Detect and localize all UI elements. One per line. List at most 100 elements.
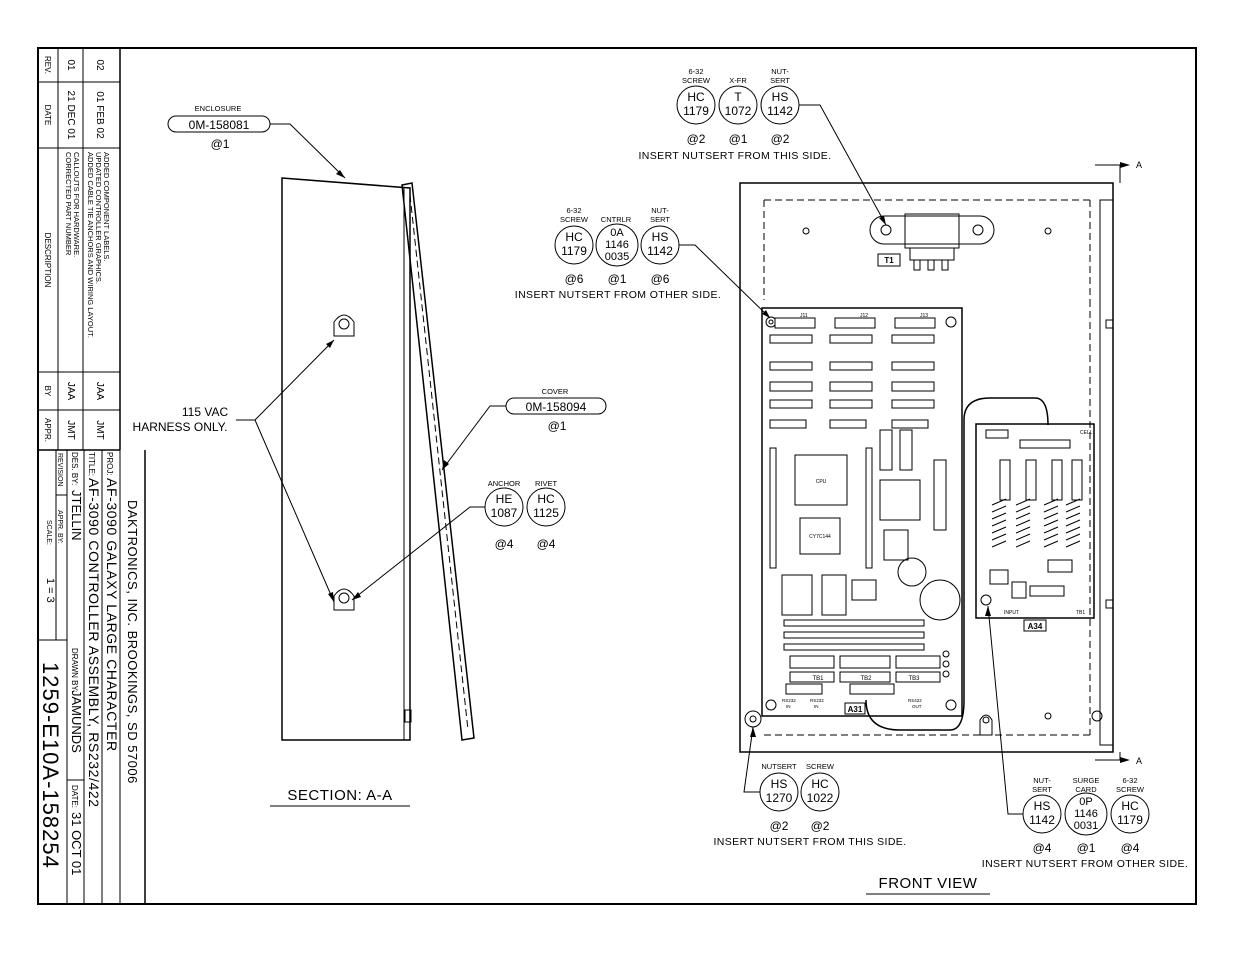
revision-table: REV. DATE DESCRIPTION BY APPR. 02 01 FEB… [38,48,121,451]
ctrl-item2-sub: 0035 [605,251,629,263]
bottom-note: INSERT NUTSERT FROM THIS SIDE. [713,836,906,848]
proj-label: PROJ: [105,452,114,476]
harness-note-line-1: 115 VAC [182,405,229,419]
surge-note: INSERT NUTSERT FROM OTHER SIDE. [982,858,1188,870]
anchor-prefix: HE [496,492,513,506]
bottom-item1-qty: @2 [770,819,789,833]
transformer-t1: T1 [869,213,995,271]
top-item2-qty: @1 [729,132,748,146]
harness-note-line-2: HARNESS ONLY. [133,420,228,434]
rs422-out-sub: OUT [912,704,922,709]
drawn-by: JAMUNDS [69,690,84,753]
surge-item1-qty: @4 [1033,841,1052,855]
surge-item2-prefix: 0P [1079,796,1092,808]
section-view: ENCLOSURE 0M-158081 @1 COVER 0M-158094 @… [133,104,607,807]
top-item1-line2: SCREW [682,76,711,85]
surge-item3-qty: @4 [1121,841,1140,855]
rs232-in2-label: RS232 [810,698,824,703]
top-item1-number: 1179 [683,104,709,118]
date-label: DATE: [70,785,79,808]
date-header: DATE [43,105,52,126]
rev-01-number: 01 [65,59,76,71]
tb2-label: TB2 [860,676,872,682]
ctrl-item1-qty: @6 [565,272,584,286]
by-header: BY [43,386,52,397]
drawn-by-label: DRAWN BY: [70,648,79,693]
rev-01-desc-2: CALLOUTS FOR HARDWARE. [72,152,81,257]
approved-by-label: APPR. BY: [56,510,63,544]
surge-item3-line1: 6-32 [1122,776,1137,785]
title-label: TITLE: [87,452,96,476]
controller-board-a31: J11 J12 J13 CPU CY7 [761,307,963,717]
bottom-item2-number: 1022 [807,791,834,805]
rev-02-appr: JMT [94,420,105,439]
j12-label: J12 [860,313,868,319]
top-item3-prefix: HS [772,90,789,104]
rev-header: REV. [43,56,52,74]
cpu-chip-label: CPU [816,479,827,485]
surge-item2-sub: 0031 [1074,820,1098,832]
appr-header: APPR. [43,418,52,442]
ctrl-item2-number: 1146 [605,239,629,251]
rs232-in-label: RS232 [782,698,796,703]
surge-item2-line2: CARD [1075,785,1097,794]
surge-item1-prefix: HS [1034,799,1051,813]
drawing-date: 31 OCT 01 [69,812,84,875]
company-name: DAKTRONICS, INC. BROOKINGS, SD 57006 [125,500,140,784]
top-item1-prefix: HC [687,90,705,104]
rev-02-desc-1: ADDED CABLE TIE ANCHORS AND WIRING LAYOU… [86,152,95,338]
top-item1-qty: @2 [687,132,706,146]
bottom-item1-prefix: HS [771,777,788,791]
cell-label: CELL [1080,430,1093,436]
tb1-label: TB1 [812,676,824,682]
top-item3-qty: @2 [771,132,790,146]
top-item2-line2: X-FR [729,76,747,85]
description-header: DESCRIPTION [43,233,52,288]
rivet-title: RIVET [535,479,558,488]
surge-item3-prefix: HC [1121,799,1139,813]
surge-item3-number: 1179 [1117,813,1143,827]
rs422-out-label: RS422 [908,698,922,703]
enclosure-side [281,177,411,741]
tb3-label: TB3 [908,676,920,682]
ctrl-item1-prefix: HC [565,230,583,244]
sheet-border [37,47,1197,905]
surge-item2-qty: @1 [1077,841,1096,855]
cover-callout-title: COVER [542,387,569,396]
input-label: INPUT [1004,610,1019,616]
front-view: A A T1 J11 [515,67,1188,895]
scale-label: SCALE: [45,520,52,545]
cover-panel [401,182,475,741]
drawing-number: 1259-E10A-158254 [38,662,63,869]
surge-item1-number: 1142 [1029,813,1055,827]
surge-item3-line2: SCREW [1116,785,1145,794]
top-item3-line2: SERT [770,76,790,85]
rivet-number: 1125 [533,506,559,520]
top-item2-prefix: T [734,90,742,104]
rev-02-date: 01 FEB 02 [94,91,105,139]
rs232-in2-sub: IN [814,704,819,709]
top-note: INSERT NUTSERT FROM THIS SIDE. [638,150,831,162]
anchor-title: ANCHOR [488,479,521,488]
a34-label: A34 [1028,622,1043,631]
drawing-title: AF-3090 CONTROLLER ASSEMBLY, RS232/422 [86,478,102,808]
rev-01-by: JAA [65,382,76,401]
a31-label: A31 [848,705,863,714]
ctrl-item2-prefix: 0A [610,227,624,239]
ctrl-item1-number: 1179 [561,244,587,258]
enclosure-callout-title: ENCLOSURE [195,104,242,113]
rivet-prefix: HC [537,492,555,506]
wiring-harness [865,397,1049,731]
section-view-label: SECTION: A-A [287,787,392,804]
enclosure-qty: @1 [211,137,230,151]
ctrl-item3-line1: NUT- [651,206,669,215]
rev-02-desc-2: UPDATED CONTROLLER GRAPHICS. [94,152,103,284]
bottom-item1-number: 1270 [766,791,793,805]
ctrl-item3-line2: SERT [650,215,670,224]
top-item3-line1: NUT- [771,67,789,76]
surge-item1-line2: SERT [1032,785,1052,794]
bottom-item1-title: NUTSERT [761,762,797,771]
j11-label: J11 [800,313,808,319]
designer-label: DES. BY: [70,452,79,485]
